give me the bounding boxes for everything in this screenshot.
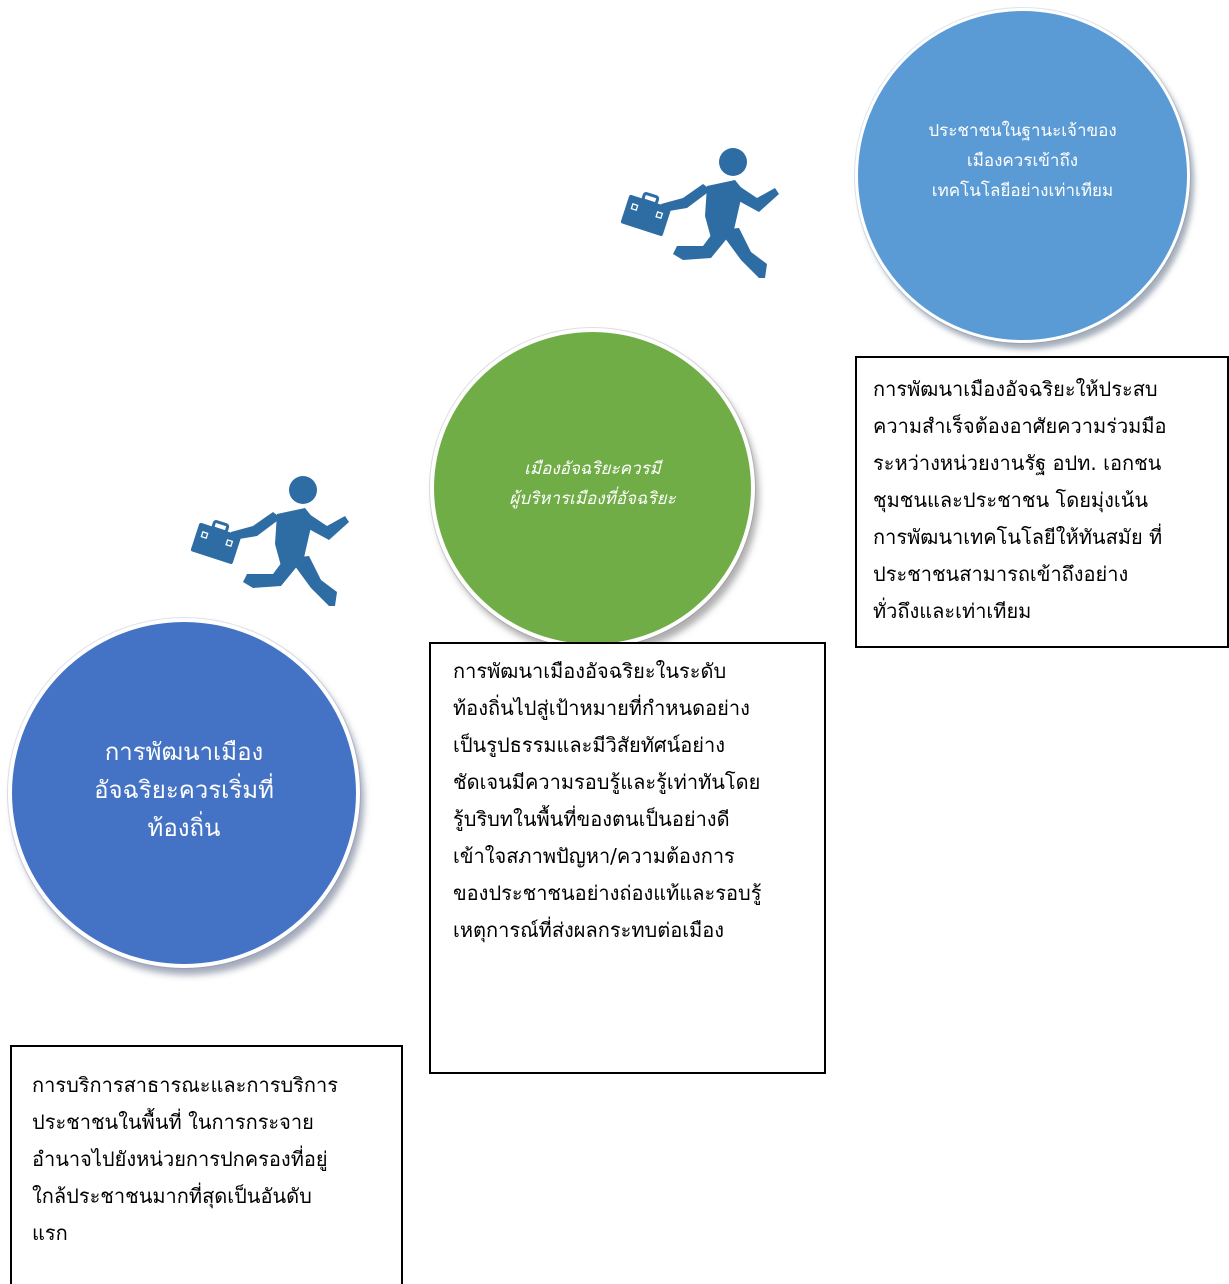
circle-citizen-access: ประชาชนในฐานะเจ้าของ เมืองควรเข้าถึง เทค… [855,8,1190,343]
textbox-middle-text: การพัฒนาเมืองอัจฉริยะในระดับ ท้องถิ่นไปส… [453,659,762,942]
circle-citizen-access-label: ประชาชนในฐานะเจ้าของ เมืองควรเข้าถึง เทค… [928,120,1117,201]
textbox-middle: การพัฒนาเมืองอัจฉริยะในระดับ ท้องถิ่นไปส… [429,642,826,1074]
circle-start-local: การพัฒนาเมือง อัจฉริยะควรเริ่มที่ ท้องถิ… [8,618,360,968]
circle-start-local-label: การพัฒนาเมือง อัจฉริยะควรเริ่มที่ ท้องถิ… [94,738,274,842]
textbox-top-frame [855,356,1229,648]
textbox-top-text: การพัฒนาเมืองอัจฉริยะให้ประสบ ความสำเร็จ… [873,377,1167,623]
textbox-bottom: การบริการสาธารณะและการบริการ ประชาชนในพื… [10,1045,403,1284]
running-businessman-icon [620,148,779,278]
textbox-bottom-text: การบริการสาธารณะและการบริการ ประชาชนในพื… [32,1073,339,1245]
circle-smart-leader-label: เมืองอัจฉริยะควรมี ผู้บริหารเมืองที่อัจฉ… [509,459,676,509]
circle-smart-leader: เมืองอัจฉริยะควรมี ผู้บริหารเมืองที่อัจฉ… [430,328,755,648]
textbox-top: การพัฒนาเมืองอัจฉริยะให้ประสบ ความสำเร็จ… [855,356,1229,648]
running-businessman-icon [190,476,349,606]
